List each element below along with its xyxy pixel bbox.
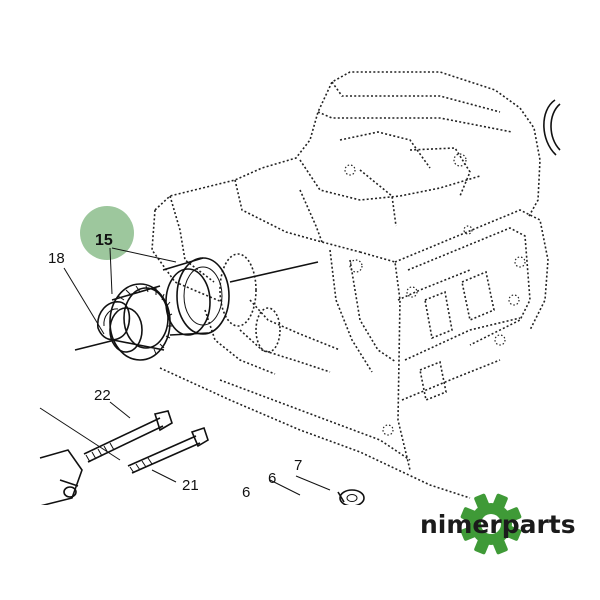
washer-nut bbox=[337, 489, 365, 507]
callout-21: 21 bbox=[182, 477, 199, 494]
transmission-housing bbox=[151, 71, 549, 499]
callout-6: 6 bbox=[268, 470, 276, 487]
callout-highlight-circle bbox=[80, 206, 134, 260]
snap-ring bbox=[97, 301, 131, 341]
bolt-21 bbox=[127, 426, 209, 474]
callout-6-lower: 6 bbox=[242, 484, 250, 501]
callout-7: 7 bbox=[294, 457, 302, 474]
bracket bbox=[39, 449, 83, 507]
bolt-22 bbox=[83, 410, 173, 463]
callout-18: 18 bbox=[48, 250, 65, 267]
housing-seal-ring bbox=[543, 99, 561, 156]
gear-icon bbox=[460, 493, 522, 555]
shaft-axis-line bbox=[74, 261, 319, 351]
callout-15: 15 bbox=[95, 232, 113, 249]
callout-22: 22 bbox=[94, 387, 111, 404]
bearing-cup bbox=[162, 257, 230, 336]
bearing-cone bbox=[109, 283, 173, 361]
logo-text: nimerparts bbox=[420, 510, 576, 539]
brand-logo: nimerparts bbox=[420, 493, 576, 555]
